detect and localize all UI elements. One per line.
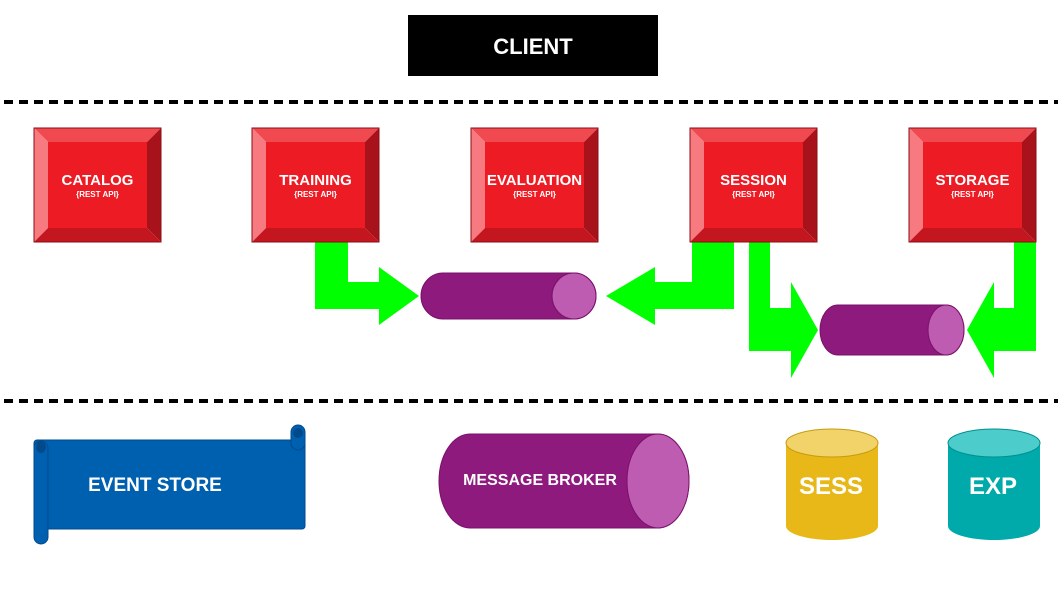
bevel-bottom (34, 228, 161, 242)
bevel-left (909, 128, 923, 242)
arrow-storage-to-session-broker (967, 242, 1036, 378)
bevel-bottom (909, 228, 1036, 242)
arrow-session-to-session-broker (749, 242, 818, 378)
event-store-label: EVENT STORE (88, 475, 222, 496)
message-channel-1 (420, 272, 597, 320)
service-name: CATALOG (62, 172, 134, 189)
service-evaluation: EVALUATION{REST API} (470, 127, 599, 243)
service-training: TRAINING{REST API} (251, 127, 380, 243)
service-name: EVALUATION (487, 172, 582, 189)
services-layer: CATALOG{REST API}TRAINING{REST API}EVALU… (33, 127, 1037, 243)
bevel-right (584, 128, 598, 242)
bevel-left (690, 128, 704, 242)
client-box: CLIENT (408, 15, 658, 76)
sess-database: SESS (785, 428, 879, 540)
service-subtitle: {REST API} (294, 190, 337, 199)
bevel-right (147, 128, 161, 242)
bevel-top (690, 128, 817, 142)
bevel-top (471, 128, 598, 142)
sess-label: SESS (799, 473, 863, 500)
arrow-training-to-broker (315, 242, 419, 325)
bevel-top (909, 128, 1036, 142)
message-channel-2 (819, 304, 965, 356)
bevel-bottom (252, 228, 379, 242)
message-broker: MESSAGE BROKER (438, 433, 690, 529)
service-name: SESSION (720, 172, 787, 189)
bevel-right (1022, 128, 1036, 242)
message-broker-label: MESSAGE BROKER (463, 472, 617, 489)
bevel-bottom (471, 228, 598, 242)
service-catalog: CATALOG{REST API} (33, 127, 162, 243)
service-subtitle: {REST API} (76, 190, 119, 199)
bevel-top (252, 128, 379, 142)
service-subtitle: {REST API} (513, 190, 556, 199)
bevel-left (34, 128, 48, 242)
service-face (266, 142, 365, 228)
service-subtitle: {REST API} (732, 190, 775, 199)
bevel-bottom (690, 228, 817, 242)
bevel-right (803, 128, 817, 242)
bevel-left (471, 128, 485, 242)
service-name: TRAINING (279, 172, 352, 189)
exp-label: EXP (969, 473, 1017, 500)
service-face (704, 142, 803, 228)
service-storage: STORAGE{REST API} (908, 127, 1037, 243)
service-face (48, 142, 147, 228)
service-session: SESSION{REST API} (689, 127, 818, 243)
service-subtitle: {REST API} (951, 190, 994, 199)
bevel-left (252, 128, 266, 242)
event-store: EVENT STORE (33, 424, 306, 545)
bevel-top (34, 128, 161, 142)
service-name: STORAGE (936, 172, 1010, 189)
service-face (485, 142, 584, 228)
exp-database: EXP (947, 428, 1041, 540)
bevel-right (365, 128, 379, 242)
client-label: CLIENT (493, 34, 573, 59)
arrow-session-to-broker (606, 242, 734, 325)
service-face (923, 142, 1022, 228)
